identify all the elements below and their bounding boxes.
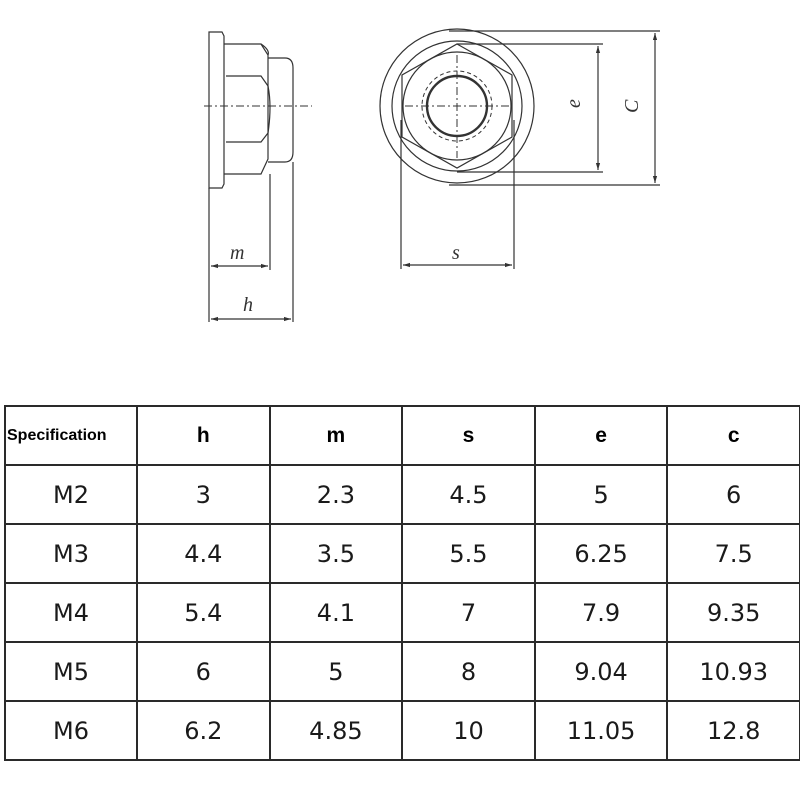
dimension-s-label: s bbox=[452, 242, 460, 264]
table-header-row: Specification h m s e c bbox=[4, 405, 800, 466]
cell-spec: M3 bbox=[4, 523, 138, 584]
cell-spec: M2 bbox=[4, 464, 138, 525]
table-row: M2 3 2.3 4.5 5 6 bbox=[4, 464, 800, 525]
cell-h: 6 bbox=[136, 641, 271, 702]
cell-c: 10.93 bbox=[666, 641, 800, 702]
cell-e: 11.05 bbox=[533, 700, 669, 761]
header-specification: Specification bbox=[4, 405, 138, 466]
cell-s: 4.5 bbox=[401, 464, 536, 525]
header-m: m bbox=[268, 405, 404, 466]
cell-m: 4.1 bbox=[268, 582, 404, 643]
cell-s: 7 bbox=[401, 582, 536, 643]
dimension-c-label: C bbox=[621, 99, 643, 113]
cell-h: 5.4 bbox=[136, 582, 271, 643]
side-view bbox=[208, 31, 294, 322]
cell-c: 9.35 bbox=[666, 582, 800, 643]
cell-s: 5.5 bbox=[401, 523, 536, 584]
dimension-h-label: h bbox=[243, 294, 253, 316]
table-row: M3 4.4 3.5 5.5 6.25 7.5 bbox=[4, 523, 800, 584]
cell-c: 7.5 bbox=[666, 523, 800, 584]
cell-spec: M4 bbox=[4, 582, 138, 643]
cell-h: 6.2 bbox=[136, 700, 271, 761]
cell-s: 10 bbox=[401, 700, 536, 761]
cell-e: 6.25 bbox=[533, 523, 669, 584]
cell-m: 4.85 bbox=[268, 700, 404, 761]
header-c: c bbox=[666, 405, 800, 466]
cell-m: 5 bbox=[268, 641, 404, 702]
cell-m: 3.5 bbox=[268, 523, 404, 584]
cell-c: 6 bbox=[666, 464, 800, 525]
table-row: M5 6 5 8 9.04 10.93 bbox=[4, 641, 800, 702]
header-e: e bbox=[533, 405, 669, 466]
cell-spec: M6 bbox=[4, 700, 138, 761]
cell-c: 12.8 bbox=[666, 700, 800, 761]
cell-h: 4.4 bbox=[136, 523, 271, 584]
cell-e: 7.9 bbox=[533, 582, 669, 643]
cell-m: 2.3 bbox=[268, 464, 404, 525]
dimension-m-label: m bbox=[230, 242, 244, 264]
cell-e: 9.04 bbox=[533, 641, 669, 702]
header-h: h bbox=[136, 405, 271, 466]
table-row: M4 5.4 4.1 7 7.9 9.35 bbox=[4, 582, 800, 643]
dimension-e-label: e bbox=[563, 99, 585, 108]
technical-drawing: m h e C s bbox=[204, 28, 660, 322]
cell-e: 5 bbox=[533, 464, 669, 525]
table-row: M6 6.2 4.85 10 11.05 12.8 bbox=[4, 700, 800, 761]
cell-spec: M5 bbox=[4, 641, 138, 702]
cell-h: 3 bbox=[136, 464, 271, 525]
header-s: s bbox=[401, 405, 536, 466]
specification-table: Specification h m s e c M2 3 2.3 4.5 5 6… bbox=[4, 405, 800, 761]
cell-s: 8 bbox=[401, 641, 536, 702]
